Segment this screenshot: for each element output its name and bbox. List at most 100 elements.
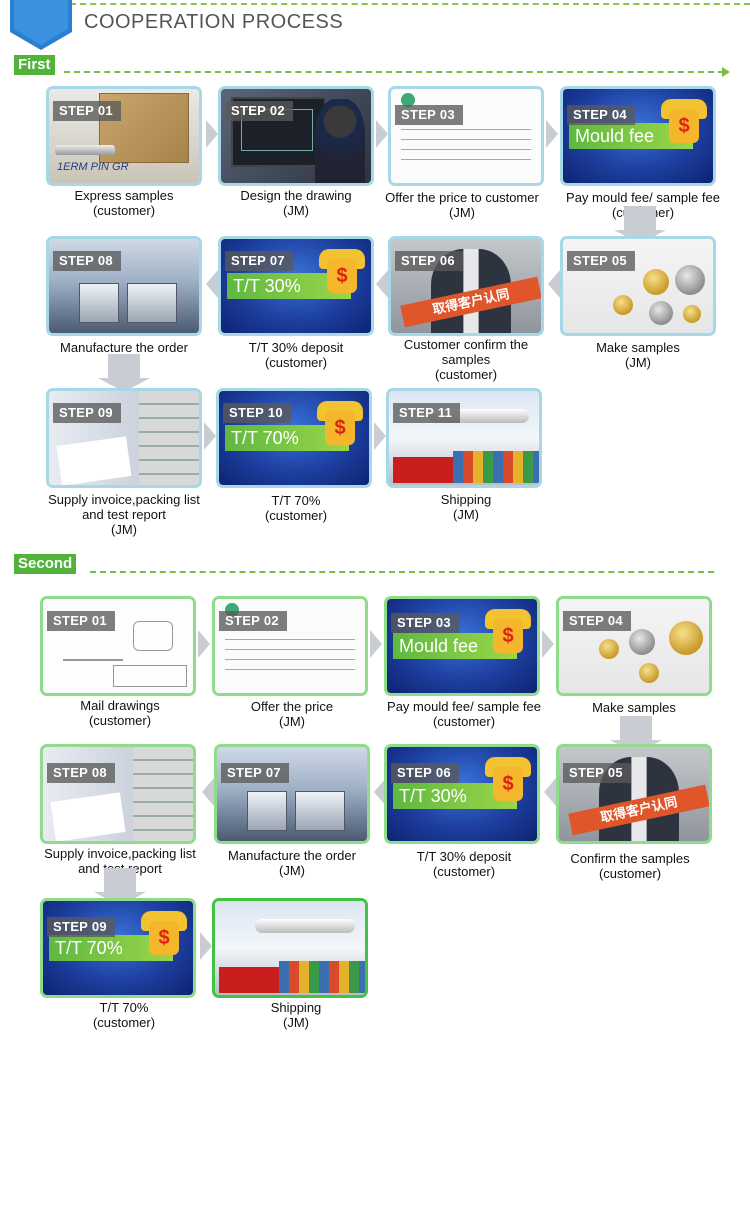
step-number: STEP 05	[563, 763, 631, 783]
step-caption: Offer the price to customer(JM)	[385, 190, 539, 220]
step-caption: T/T 70%(customer)	[92, 1000, 156, 1030]
step-caption: Offer the price(JM)	[250, 699, 334, 729]
step-number: STEP 06	[395, 251, 463, 271]
step-number: STEP 09	[53, 403, 121, 423]
step-caption: T/T 30% deposit(customer)	[248, 340, 344, 370]
step-number: STEP 01	[47, 611, 115, 631]
dollar-icon: $	[493, 619, 523, 653]
step-photo	[43, 747, 193, 841]
step-photo	[217, 747, 367, 841]
step-card[interactable]: STEP 02	[212, 596, 368, 696]
step-card[interactable]: STEP 04	[556, 596, 712, 696]
arrow-left-icon	[204, 266, 218, 302]
step-card[interactable]: STEP 08	[46, 236, 202, 336]
arrow-right-icon	[722, 67, 730, 77]
step-number: STEP 02	[219, 611, 287, 631]
step-caption: Mail drawings(customer)	[80, 698, 160, 728]
step-photo	[391, 89, 541, 183]
step-card[interactable]: T/T 70% $ STEP 10	[216, 388, 372, 488]
arrow-right-icon	[204, 418, 218, 454]
step-photo	[49, 239, 199, 333]
arrow-left-icon	[542, 774, 556, 810]
section-divider-second	[90, 571, 714, 573]
arrow-right-icon	[370, 626, 384, 662]
step-photo: 1ERM PIN GR	[49, 89, 199, 183]
step-card[interactable]: STEP 11	[386, 388, 542, 488]
arrow-left-icon	[372, 774, 386, 810]
step-number: STEP 08	[53, 251, 121, 271]
step-card[interactable]: STEP 01	[40, 596, 196, 696]
step-photo: T/T 30% $	[387, 747, 537, 841]
step-card[interactable]: STEP 09	[46, 388, 202, 488]
step-number: STEP 10	[223, 403, 291, 423]
chevron-down-icon	[10, 0, 72, 50]
step-caption: Design the drawing(JM)	[240, 188, 352, 218]
step-caption: T/T 70%(customer)	[264, 493, 328, 523]
step-photo: T/T 70% $	[219, 391, 369, 485]
step-number: STEP 07	[221, 763, 289, 783]
step-card[interactable]: STEP 07	[214, 744, 370, 844]
step-photo	[563, 239, 713, 333]
step-card[interactable]: Mould fee $ STEP 03	[384, 596, 540, 696]
arrow-right-icon	[200, 928, 214, 964]
step-photo: Mould fee $	[387, 599, 537, 693]
section-divider-first	[64, 71, 724, 73]
step-caption: Express samples(customer)	[74, 188, 174, 218]
step-caption: Pay mould fee/ sample fee(customer)	[387, 699, 541, 729]
step-caption: Manufacture the order(JM)	[228, 848, 356, 878]
step-caption: Confirm the samples(customer)	[570, 851, 690, 881]
step-caption: Make samples(JM)	[596, 340, 680, 370]
step-card[interactable]: STEP 05	[560, 236, 716, 336]
step-number: STEP 02	[225, 101, 293, 121]
step-card[interactable]: T/T 70% $ STEP 09	[40, 898, 196, 998]
step-card[interactable]: T/T 30% $ STEP 07	[218, 236, 374, 336]
section-label-first: First	[14, 55, 55, 75]
step-number: STEP 06	[391, 763, 459, 783]
dollar-icon: $	[327, 259, 357, 293]
step-number: STEP 09	[47, 917, 115, 937]
dollar-icon: $	[669, 109, 699, 143]
page-title: COOPERATION PROCESS	[84, 11, 344, 33]
step-caption: Shipping(JM)	[270, 1000, 322, 1030]
step-number: STEP 04	[567, 105, 635, 125]
header-divider	[70, 3, 750, 5]
dollar-icon: $	[149, 921, 179, 955]
step-card[interactable]: 取得客户认同 STEP 06	[388, 236, 544, 336]
step-number: STEP 05	[567, 251, 635, 271]
step-number: STEP 03	[391, 613, 459, 633]
step-photo	[49, 391, 199, 485]
arrow-left-icon	[546, 266, 560, 302]
step-caption: T/T 30% deposit(customer)	[416, 849, 512, 879]
arrow-left-icon	[200, 774, 214, 810]
step-photo: T/T 70% $	[43, 901, 193, 995]
arrow-right-icon	[206, 116, 220, 152]
dollar-icon: $	[325, 411, 355, 445]
step-card[interactable]: 取得客户认同 STEP 05	[556, 744, 712, 844]
step-number: STEP 11	[393, 403, 461, 423]
arrow-right-icon	[374, 418, 388, 454]
step-card[interactable]: Mould fee $ STEP 04	[560, 86, 716, 186]
step-card[interactable]: STEP 02	[218, 86, 374, 186]
step-photo	[215, 901, 365, 995]
arrow-right-icon	[376, 116, 390, 152]
handwritten-label: 1ERM PIN GR	[57, 161, 129, 173]
step-caption: Shipping(JM)	[440, 492, 492, 522]
step-number: STEP 01	[53, 101, 121, 121]
step-number: STEP 03	[395, 105, 463, 125]
step-number: STEP 08	[47, 763, 115, 783]
step-number: STEP 07	[225, 251, 293, 271]
step-photo: Mould fee $	[563, 89, 713, 183]
step-photo: 取得客户认同	[559, 747, 709, 841]
step-number: STEP 04	[563, 611, 631, 631]
dollar-icon: $	[493, 767, 523, 801]
arrow-right-icon	[542, 626, 556, 662]
step-card[interactable]: STEP 08	[40, 744, 196, 844]
step-card[interactable]: T/T 30% $ STEP 06	[384, 744, 540, 844]
arrow-left-icon	[374, 266, 388, 302]
arrow-right-icon	[546, 116, 560, 152]
step-card[interactable]: 1ERM PIN GR STEP 01	[46, 86, 202, 186]
step-card[interactable]: STEP 03	[388, 86, 544, 186]
section-label-second: Second	[14, 554, 77, 574]
step-card[interactable]	[212, 898, 368, 998]
